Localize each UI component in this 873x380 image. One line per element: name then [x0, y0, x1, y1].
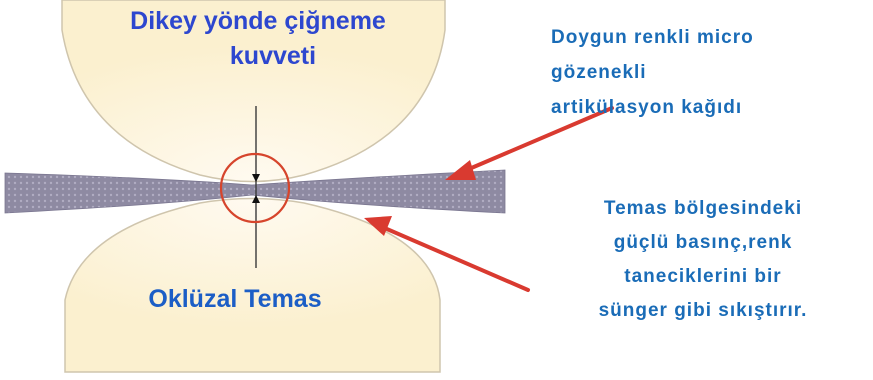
articulation-paper-label-line-2: gözenekli — [551, 62, 647, 83]
contact-zone-circle — [219, 152, 291, 224]
articulation-paper-label-line-1: Doygun renkli micro — [551, 27, 754, 48]
articulation-paper-strip — [4, 169, 506, 214]
pressure-callout-arrow — [364, 216, 530, 292]
contact-pressure-label-line-3: taneciklerini bir — [624, 266, 782, 287]
vertical-force-label: Dikey yönde çiğneme kuvveti — [88, 4, 428, 74]
contact-pressure-label-line-2: güçlü basınç,renk — [613, 232, 793, 253]
upper-tooth — [61, 0, 446, 183]
contact-pressure-label: Temas bölgesindeki güçlü basınç,renk tan… — [536, 192, 870, 328]
articulation-paper-label-line-3: artikülasyon kağıdı — [551, 97, 743, 118]
contact-pressure-label-line-1: Temas bölgesindeki — [603, 198, 803, 219]
contact-pressure-label-line-4: sünger gibi sıkıştırır. — [598, 300, 808, 321]
articulation-paper-label: Doygun renkli micro gözenekli artikülasy… — [551, 20, 871, 125]
upward-arrow-icon — [252, 195, 260, 203]
vertical-force-label-line-1: Dikey yönde çiğneme — [130, 7, 386, 35]
downward-arrow-icon — [252, 174, 260, 182]
vertical-force-label-line-2: kuvveti — [229, 42, 317, 70]
paper-callout-arrow — [445, 106, 614, 180]
occlusal-contact-label: Oklüzal Temas — [148, 285, 322, 313]
